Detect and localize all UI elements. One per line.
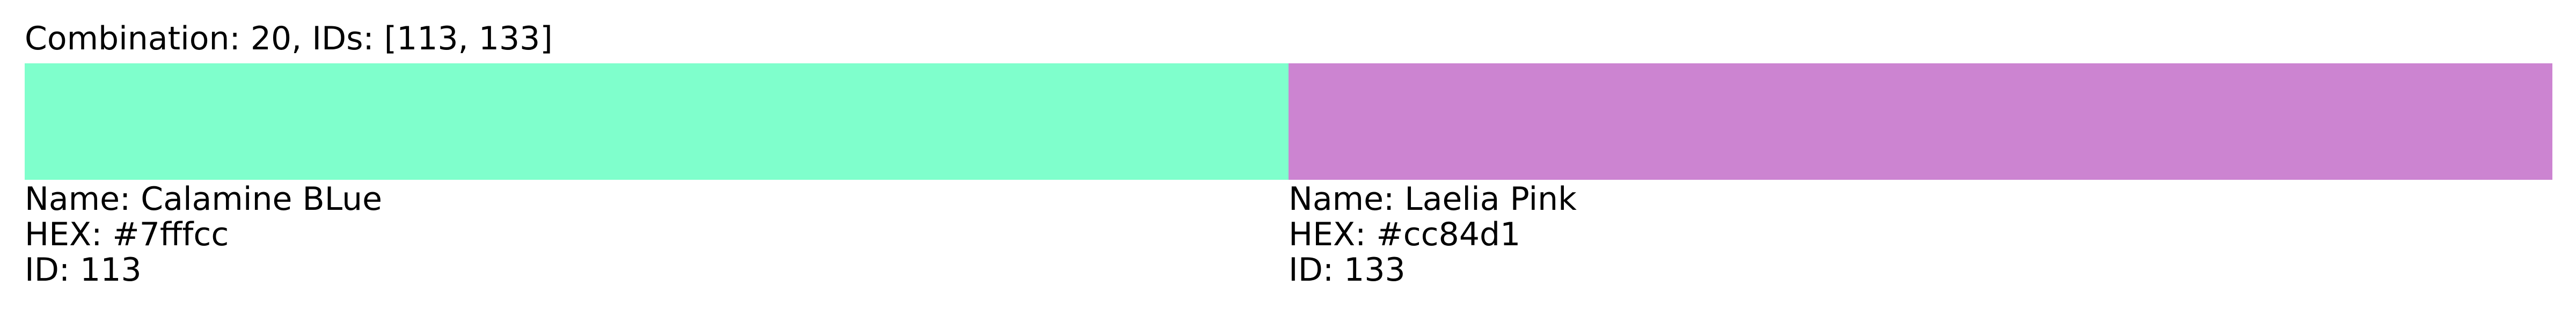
- color-info-calamine-blue: Name: Calamine BLue HEX: #7fffcc ID: 113: [25, 181, 382, 288]
- color-hex-label: HEX: #7fffcc: [25, 216, 229, 253]
- swatch-row: [25, 63, 2552, 180]
- color-swatch-calamine-blue: [25, 63, 1289, 180]
- color-name-label: Name: Laelia Pink: [1289, 180, 1577, 218]
- combination-title: Combination: 20, IDs: [113, 133]: [25, 20, 553, 57]
- color-info-laelia-pink: Name: Laelia Pink HEX: #cc84d1 ID: 133: [1289, 181, 1577, 288]
- color-id-label: ID: 133: [1289, 251, 1406, 289]
- color-name-label: Name: Calamine BLue: [25, 180, 383, 218]
- color-swatch-laelia-pink: [1289, 63, 2552, 180]
- color-id-label: ID: 113: [25, 251, 142, 289]
- color-hex-label: HEX: #cc84d1: [1289, 216, 1521, 253]
